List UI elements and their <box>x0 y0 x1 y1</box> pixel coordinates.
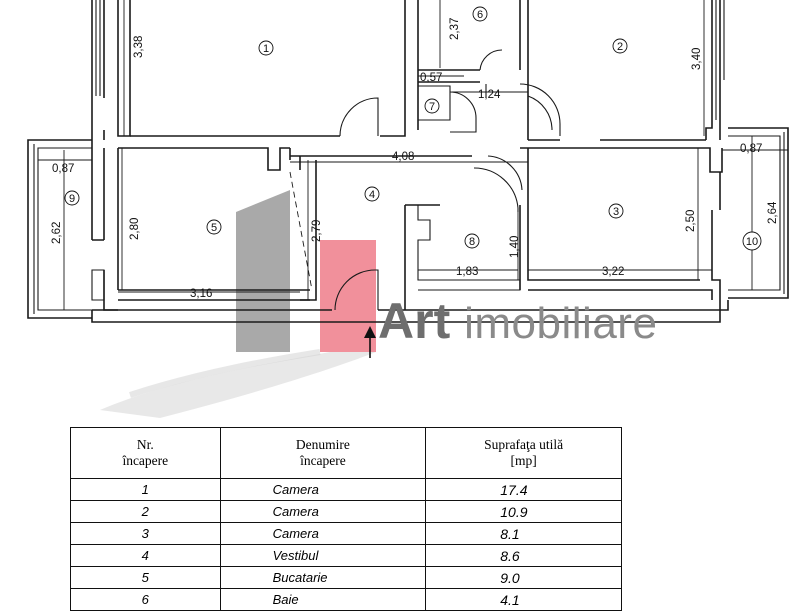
dim-label: 0,87 <box>740 143 762 155</box>
room-marker-2: 2 <box>612 38 628 54</box>
svg-text:9: 9 <box>69 193 75 205</box>
dim-label: 1,24 <box>478 89 501 101</box>
dimension-lines <box>38 0 788 310</box>
room-marker-8: 8 <box>464 233 480 249</box>
dim-label: 2,80 <box>129 218 141 240</box>
floor-plan: 3,38 2,37 0,57 1,24 3,40 0,87 4,08 0,87 … <box>27 0 789 418</box>
svg-text:7: 7 <box>429 101 435 113</box>
room-marker-10: 10 <box>742 231 762 251</box>
logo-wordmark: Art imobiliare <box>378 296 657 346</box>
dim-label: 3,38 <box>133 36 145 58</box>
svg-text:1: 1 <box>263 43 269 55</box>
dim-label: 3,16 <box>190 288 212 300</box>
dim-label: 1,40 <box>509 236 521 258</box>
header-nr: Nr.încapere <box>70 427 221 479</box>
dim-label: 3,40 <box>691 48 703 70</box>
entrance-arrow-icon <box>364 326 376 358</box>
watermark-logo <box>100 190 376 418</box>
logo-brand: Art <box>378 293 451 349</box>
svg-text:4: 4 <box>369 189 375 201</box>
dim-label: 1,83 <box>456 266 478 278</box>
room-marker-1: 1 <box>258 40 274 56</box>
room-marker-5: 5 <box>206 219 222 235</box>
header-area: Suprafaţa utilă[mp] <box>425 427 622 479</box>
room-marker-3: 3 <box>608 203 624 219</box>
room-number-markers: 1 6 2 7 9 4 3 5 8 10 <box>64 6 762 251</box>
dim-label: 0,87 <box>52 163 74 175</box>
svg-text:3: 3 <box>613 206 619 218</box>
dim-label: 2,64 <box>767 201 779 224</box>
room-marker-4: 4 <box>364 186 380 202</box>
svg-text:8: 8 <box>469 236 475 248</box>
dim-label: 4,08 <box>392 151 414 163</box>
logo-suffix: imobiliare <box>464 299 658 348</box>
dim-label: 2,50 <box>685 210 697 232</box>
dim-label: 0,57 <box>420 72 442 84</box>
dim-label: 2,79 <box>311 220 323 242</box>
dim-label: 2,37 <box>449 18 461 40</box>
room-marker-7: 7 <box>424 98 440 114</box>
room-marker-6: 6 <box>472 6 488 22</box>
walls <box>27 0 789 323</box>
svg-text:5: 5 <box>211 222 217 234</box>
svg-text:6: 6 <box>477 9 483 21</box>
svg-text:2: 2 <box>617 41 623 53</box>
svg-text:10: 10 <box>746 236 758 248</box>
room-marker-9: 9 <box>64 190 80 206</box>
dim-label: 2,62 <box>51 222 63 244</box>
dim-label: 3,22 <box>602 266 624 278</box>
dimension-labels: 3,38 2,37 0,57 1,24 3,40 0,87 4,08 0,87 … <box>51 18 779 300</box>
